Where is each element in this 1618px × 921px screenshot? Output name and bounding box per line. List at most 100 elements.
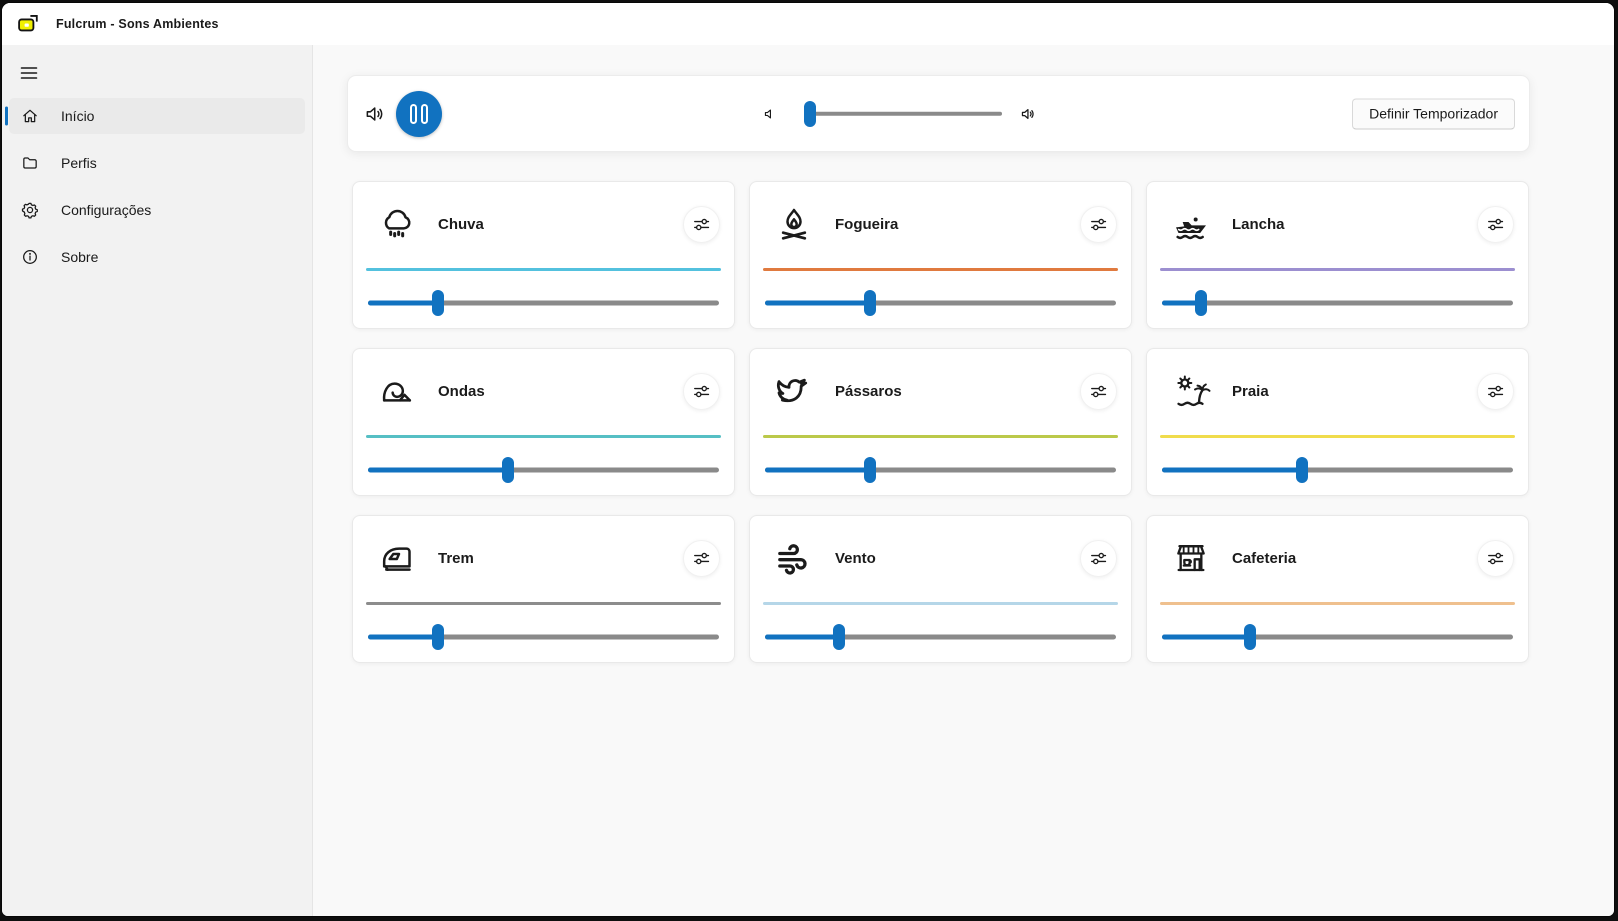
sound-volume-slider[interactable] [368, 457, 719, 483]
sound-volume-thumb[interactable] [432, 624, 445, 650]
sound-title: Trem [438, 549, 474, 567]
sidebar-item-label: Início [61, 108, 95, 124]
slider-track[interactable] [368, 634, 719, 640]
sound-accent-line [1160, 602, 1515, 605]
motorboat-icon [1170, 203, 1212, 245]
slider-fill [1162, 467, 1303, 473]
sound-volume-slider[interactable] [368, 290, 719, 316]
master-volume-slider[interactable] [803, 100, 1002, 127]
sound-accent-line [763, 268, 1118, 271]
sound-title: Praia [1232, 382, 1269, 400]
slider-track[interactable] [765, 300, 1116, 306]
sound-volume-slider[interactable] [368, 624, 719, 650]
sound-options-button[interactable] [683, 372, 720, 410]
wave-icon [376, 370, 418, 412]
sound-card: Ondas [352, 348, 735, 496]
sound-options-button[interactable] [1477, 539, 1514, 577]
sound-volume-slider[interactable] [1162, 290, 1513, 316]
rain-cloud-icon [376, 203, 418, 245]
sound-title: Pássaros [835, 382, 902, 400]
sound-card: Lancha [1146, 181, 1529, 329]
adjust-sliders-icon [1091, 552, 1107, 564]
sound-options-button[interactable] [1477, 372, 1514, 410]
sound-options-button[interactable] [683, 205, 720, 243]
sound-title: Cafeteria [1232, 549, 1297, 567]
pause-button[interactable] [396, 90, 442, 137]
sound-volume-thumb[interactable] [1194, 290, 1207, 316]
slider-fill [368, 634, 439, 640]
sound-card-header: Cafeteria [1170, 533, 1514, 583]
sound-card: Vento [749, 515, 1132, 663]
slider-track[interactable] [765, 467, 1116, 473]
slider-track[interactable] [1162, 634, 1513, 640]
adjust-sliders-icon [1488, 218, 1504, 230]
sound-title: Vento [835, 549, 876, 567]
sound-options-button[interactable] [1477, 205, 1514, 243]
sound-title: Lancha [1232, 215, 1285, 233]
slider-track[interactable] [765, 634, 1116, 640]
sound-volume-thumb[interactable] [832, 624, 845, 650]
sound-volume-slider[interactable] [1162, 457, 1513, 483]
sidebar-item-inicio[interactable]: Início [9, 98, 305, 134]
volume-max-icon [1021, 108, 1034, 119]
sound-accent-line [1160, 268, 1515, 271]
slider-track[interactable] [806, 111, 1002, 116]
volume-min-icon [764, 109, 771, 118]
hamburger-icon [20, 67, 38, 79]
sound-title: Fogueira [835, 215, 899, 233]
slider-track[interactable] [368, 300, 719, 306]
sound-accent-line [366, 602, 721, 605]
sound-accent-line [366, 268, 721, 271]
sound-card-header: Lancha [1170, 199, 1514, 249]
app-logo-icon [18, 15, 38, 32]
slider-track[interactable] [368, 467, 719, 473]
sound-card: Cafeteria [1146, 515, 1529, 663]
sound-volume-slider[interactable] [765, 624, 1116, 650]
coffee-shop-icon [1170, 537, 1212, 579]
sound-volume-thumb[interactable] [864, 290, 877, 316]
sound-options-button[interactable] [683, 539, 720, 577]
sound-volume-slider[interactable] [765, 457, 1116, 483]
sound-card: Fogueira [749, 181, 1132, 329]
sound-volume-thumb[interactable] [502, 457, 515, 483]
sound-volume-slider[interactable] [765, 290, 1116, 316]
slider-track[interactable] [1162, 467, 1513, 473]
sound-card-header: Pássaros [773, 366, 1117, 416]
sound-accent-line [366, 435, 721, 438]
sound-options-button[interactable] [1080, 539, 1117, 577]
master-volume-thumb[interactable] [803, 100, 816, 127]
adjust-sliders-icon [694, 218, 710, 230]
hamburger-menu-button[interactable] [10, 56, 48, 90]
sound-card: Pássaros [749, 348, 1132, 496]
player-bar: Definir Temporizador [347, 75, 1530, 152]
main-content: Definir Temporizador Chuva Fogueira [313, 45, 1614, 916]
sidebar-item-sobre[interactable]: Sobre [9, 239, 305, 275]
titlebar: Fulcrum - Sons Ambientes [2, 3, 1614, 45]
slider-track[interactable] [1162, 300, 1513, 306]
sound-volume-thumb[interactable] [432, 290, 445, 316]
sound-volume-slider[interactable] [1162, 624, 1513, 650]
sidebar-item-perfis[interactable]: Perfis [9, 145, 305, 181]
adjust-sliders-icon [694, 385, 710, 397]
sound-volume-thumb[interactable] [864, 457, 877, 483]
sound-title: Chuva [438, 215, 484, 233]
sound-card-header: Chuva [376, 199, 720, 249]
sound-card: Trem [352, 515, 735, 663]
sound-volume-thumb[interactable] [1296, 457, 1309, 483]
sidebar-item-configuracoes[interactable]: Configurações [9, 192, 305, 228]
sound-accent-line [763, 435, 1118, 438]
set-timer-button[interactable]: Definir Temporizador [1352, 98, 1515, 129]
adjust-sliders-icon [1091, 385, 1107, 397]
adjust-sliders-icon [1488, 552, 1504, 564]
sound-accent-line [1160, 435, 1515, 438]
slider-fill [765, 300, 871, 306]
sound-volume-thumb[interactable] [1243, 624, 1256, 650]
sidebar-item-label: Configurações [61, 202, 152, 218]
train-icon [376, 537, 418, 579]
info-icon [20, 247, 40, 267]
sound-options-button[interactable] [1080, 205, 1117, 243]
slider-fill [368, 467, 509, 473]
sound-options-button[interactable] [1080, 372, 1117, 410]
bird-icon [773, 370, 815, 412]
nav-list: Início Perfis [2, 98, 312, 286]
